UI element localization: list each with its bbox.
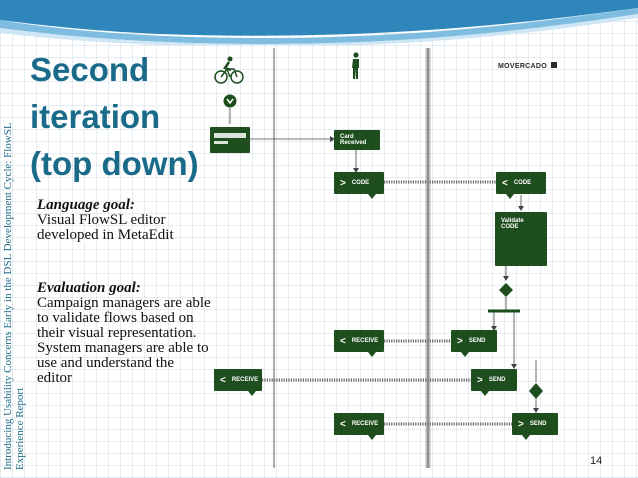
send-label-1: SEND: [468, 338, 486, 344]
send-label-2: SEND: [488, 377, 506, 383]
evaluation-goal-label: Evaluation goal:: [37, 280, 141, 296]
language-goal: Language goal: Visual FlowSL editor deve…: [37, 198, 212, 243]
chevron-left-icon: <: [220, 374, 226, 386]
evaluation-goal-text: Campaign managers are able to validate f…: [37, 295, 211, 386]
code-receive-label: CODE: [513, 180, 532, 186]
node-tail: [368, 194, 376, 199]
send-node-2[interactable]: > SEND: [471, 369, 517, 396]
chevron-right-icon: >: [518, 418, 524, 430]
language-goal-label: Language goal:: [37, 197, 135, 213]
node-tail: [368, 435, 376, 440]
receive-label-3: RECEIVE: [351, 421, 379, 427]
receive-node-3[interactable]: < RECEIVE: [334, 413, 384, 440]
evaluation-goal: Evaluation goal: Campaign managers are a…: [37, 281, 212, 386]
receive-label-2: RECEIVE: [231, 377, 259, 383]
send-label-3: SEND: [529, 421, 547, 427]
person-icon: [352, 52, 359, 79]
card-received-node[interactable]: Card Received: [334, 130, 380, 150]
top-decorative-band: [0, 0, 638, 45]
receive-label-1: RECEIVE: [351, 338, 379, 344]
node-tail: [368, 352, 376, 357]
card-icon: [210, 127, 250, 153]
page-title: Second iteration (top down): [30, 46, 220, 187]
title-line1: Second: [30, 51, 150, 88]
logo-text: MOVERCADO: [498, 63, 547, 70]
send-node-1[interactable]: > SEND: [451, 330, 497, 357]
cyclist-icon: [214, 56, 244, 84]
validate-code-node[interactable]: Validate CODE: [495, 212, 547, 266]
chevron-right-icon: >: [457, 335, 463, 347]
card-received-label: Card Received: [340, 134, 367, 146]
code-send-label: CODE: [351, 180, 370, 186]
node-tail: [481, 391, 489, 396]
chevron-left-icon: <: [340, 335, 346, 347]
chevron-left-icon: <: [340, 418, 346, 430]
node-tail: [248, 391, 256, 396]
movercado-logo: MOVERCADO: [498, 62, 558, 70]
chevron-right-icon: >: [477, 374, 483, 386]
receive-node-1[interactable]: < RECEIVE: [334, 330, 384, 357]
node-tail: [461, 352, 469, 357]
chevron-right-icon: >: [340, 177, 346, 189]
code-receive-node[interactable]: < CODE: [496, 172, 546, 199]
start-node-icon: [223, 94, 237, 108]
node-tail: [506, 194, 514, 199]
validate-code-label: Validate CODE: [501, 218, 524, 230]
receive-node-2[interactable]: < RECEIVE: [214, 369, 262, 396]
language-goal-text: Visual FlowSL editor developed in MetaEd…: [37, 212, 174, 243]
title-line2: iteration: [30, 98, 161, 135]
page-number: 14: [590, 455, 603, 467]
chevron-left-icon: <: [502, 177, 508, 189]
title-line3: (top down): [30, 145, 199, 182]
code-send-node[interactable]: > CODE: [334, 172, 384, 199]
send-node-3[interactable]: > SEND: [512, 413, 558, 440]
logo-mark-icon: [551, 62, 558, 68]
node-tail: [522, 435, 530, 440]
